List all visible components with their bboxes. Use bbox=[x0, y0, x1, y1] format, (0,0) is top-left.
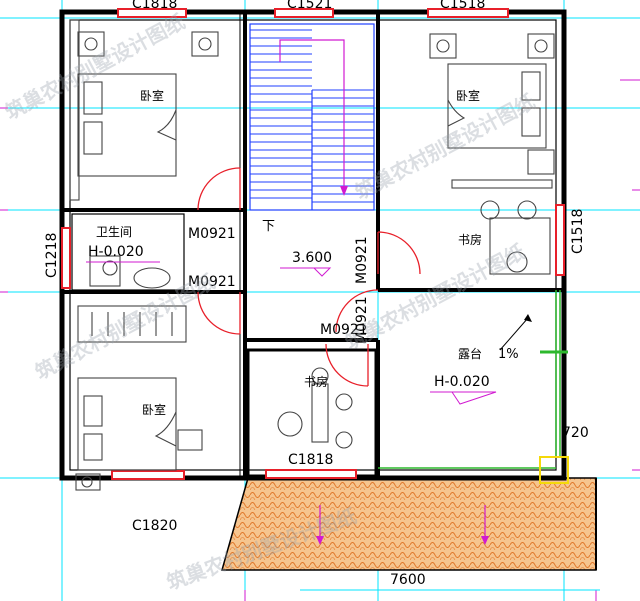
stair bbox=[249, 23, 375, 211]
window-label-right-side: C1518 bbox=[570, 209, 586, 254]
level-bathroom: H-0.020 bbox=[88, 244, 144, 260]
door-label-right-lower: M0921 bbox=[354, 296, 370, 344]
doors bbox=[197, 167, 421, 387]
study-furniture bbox=[277, 367, 353, 449]
dimension-overall-width: 7600 bbox=[390, 572, 426, 588]
terrace-railing bbox=[378, 290, 568, 469]
level-markers bbox=[86, 261, 497, 405]
window-label-top-right: C1518 bbox=[440, 0, 485, 12]
level-stair-hall: 3.600 bbox=[292, 250, 332, 266]
watermark-1: 筑巢农村别墅设计图纸 bbox=[1, 9, 189, 124]
room-label-bedroom-bottom-left: 卧室 bbox=[142, 402, 166, 417]
room-label-study-center: 书房 bbox=[304, 374, 328, 389]
terrace-slope: 1% bbox=[498, 347, 519, 362]
window-label-top-left: C1818 bbox=[132, 0, 177, 12]
room-label-terrace: 露台 bbox=[458, 346, 482, 361]
windows bbox=[61, 8, 565, 480]
bed-top-left bbox=[69, 19, 219, 201]
door-label-study: M0921 bbox=[320, 322, 368, 338]
dimension-lines bbox=[0, 79, 640, 601]
watermark-3: 筑巢农村别墅设计图纸 bbox=[31, 269, 219, 384]
room-label-bedroom-top-left: 卧室 bbox=[140, 88, 164, 103]
door-label-bath-top: M0921 bbox=[188, 226, 236, 242]
bed-top-right bbox=[429, 33, 555, 189]
labels: C1818 C1521 C1518 C1518 C1218 C1820 C181… bbox=[44, 0, 589, 588]
roof-tiles bbox=[221, 477, 597, 571]
window-label-bottom-left: C1820 bbox=[132, 518, 177, 534]
room-label-bathroom: 卫生间 bbox=[96, 225, 132, 239]
room-label-study-right: 书房 bbox=[458, 232, 482, 247]
stair-down-label: 下 bbox=[262, 219, 275, 234]
slope-arrow bbox=[499, 314, 532, 351]
door-label-bath-bottom: M0921 bbox=[188, 274, 236, 290]
dimension-detail-width: 720 bbox=[562, 425, 589, 441]
window-label-top-center: C1521 bbox=[287, 0, 332, 12]
bed-bottom-left bbox=[75, 305, 203, 491]
room-label-bedroom-top-right: 卧室 bbox=[456, 88, 480, 103]
drain-box bbox=[539, 456, 569, 484]
window-label-study: C1818 bbox=[288, 452, 333, 468]
level-terrace: H-0.020 bbox=[434, 374, 490, 390]
bathroom-fixtures bbox=[89, 255, 171, 289]
study-right-furniture bbox=[480, 200, 551, 275]
window-label-left-side: C1218 bbox=[44, 233, 60, 278]
door-label-right-upper: M0921 bbox=[354, 236, 370, 284]
